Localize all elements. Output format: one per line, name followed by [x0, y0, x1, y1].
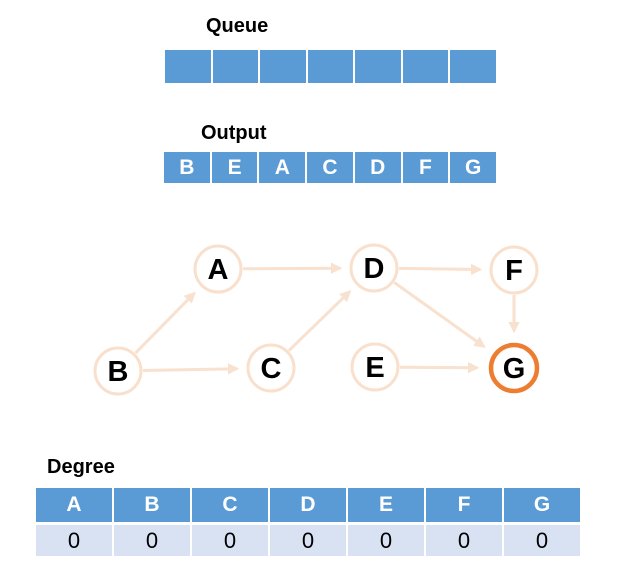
- degree-value-cell: 0: [270, 525, 346, 556]
- output-label: Output: [201, 122, 267, 144]
- edge-D-F: [398, 263, 483, 276]
- edge-D-G: [393, 281, 486, 348]
- edge-B-C: [142, 363, 240, 375]
- output-cell: F: [402, 152, 449, 183]
- graph-node-label-A: A: [208, 254, 229, 286]
- graph-node-label-B: B: [108, 356, 129, 388]
- degree-header-cell: E: [348, 488, 424, 522]
- queue-label: Queue: [206, 15, 269, 37]
- degree-value-cell: 0: [426, 525, 502, 556]
- graph-node-label-E: E: [365, 352, 384, 384]
- degree-value-cell: 0: [348, 525, 424, 556]
- queue-cell: [450, 50, 497, 83]
- edge-E-G: [399, 361, 480, 374]
- degree-value-cell: 0: [192, 525, 268, 556]
- edge-A-D: [242, 262, 343, 274]
- output-cell: D: [354, 152, 401, 183]
- degree-header-cell: F: [426, 488, 502, 522]
- output-cell: E: [211, 152, 258, 183]
- graph-node-D: [349, 243, 399, 293]
- degree-value-cell: 0: [114, 525, 190, 556]
- degree-header-cell: C: [192, 488, 268, 522]
- graph-node-C: [246, 343, 296, 393]
- degree-header-cell: B: [114, 488, 190, 522]
- graph-node-label-C: C: [261, 353, 282, 385]
- queue-cell: [165, 50, 211, 83]
- output-cell: C: [307, 152, 353, 183]
- degree-value-cell: 0: [36, 525, 112, 556]
- graph-node-A: [193, 244, 243, 294]
- output-cell: B: [164, 152, 210, 183]
- queue-cell: [307, 50, 354, 83]
- degree-header-cell: G: [504, 488, 580, 522]
- graph-node-label-D: D: [364, 253, 385, 285]
- graph-node-label-F: F: [505, 255, 523, 287]
- edge-B-A: [134, 291, 196, 355]
- degree-value-cell: 0: [504, 525, 580, 556]
- graph-node-E: [350, 342, 400, 392]
- graph-node-B: [93, 346, 143, 396]
- queue-cell: [212, 50, 259, 83]
- graph-node-F: [489, 245, 539, 295]
- queue-cells: [165, 50, 497, 83]
- queue-cell: [355, 50, 401, 83]
- queue-cell: [402, 50, 449, 83]
- output-cell: A: [259, 152, 306, 183]
- graph-node-label-G: G: [503, 353, 526, 385]
- degree-header-cell: D: [270, 488, 346, 522]
- degree-header-cell: A: [36, 488, 112, 522]
- degree-label: Degree: [47, 456, 115, 478]
- edge-C-D: [287, 290, 352, 352]
- output-cell: G: [450, 152, 497, 183]
- queue-cell: [260, 50, 306, 83]
- graph-node-G-highlighted: [488, 342, 540, 394]
